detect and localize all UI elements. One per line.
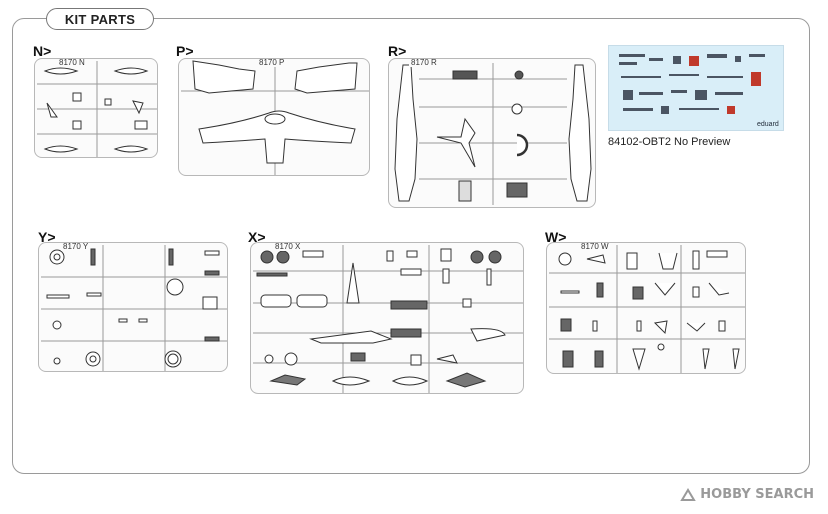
sprue-y-code: 8170 Y	[61, 242, 91, 251]
sprue-x-code: 8170 X	[273, 242, 303, 251]
decal-caption: 84102-OBT2 No Preview	[608, 136, 731, 148]
decal-sheet-preview: eduard	[608, 45, 784, 131]
sprue-p-parts	[181, 60, 369, 175]
sprue-n-parts	[37, 61, 157, 157]
sprue-w-label: W>	[545, 229, 567, 245]
sprue-r: 8170 R	[388, 58, 596, 208]
sprue-n: 8170 N	[34, 58, 158, 158]
sprue-y-parts	[41, 245, 227, 371]
sprue-y: 8170 Y	[38, 242, 228, 372]
sprue-w-code: 8170 W	[579, 242, 611, 251]
hobby-search-logo-icon	[680, 487, 697, 501]
sprue-r-parts	[394, 63, 592, 205]
sprue-w: 8170 W	[546, 242, 746, 374]
decal-markings: eduard	[619, 54, 779, 128]
kit-parts-frame	[12, 18, 810, 474]
section-title: KIT PARTS	[46, 8, 154, 30]
sprue-x: 8170 X	[250, 242, 524, 394]
sprue-p-code: 8170 P	[257, 58, 287, 67]
watermark-text: HOBBY SEARCH	[700, 487, 814, 502]
sprue-r-code: 8170 R	[409, 58, 439, 67]
sprue-n-code: 8170 N	[57, 58, 87, 67]
sprue-p-label: P>	[176, 43, 194, 59]
sprue-x-parts	[253, 245, 523, 393]
sprue-p: 8170 P	[178, 58, 370, 176]
sprue-y-label: Y>	[38, 229, 56, 245]
watermark: HOBBY SEARCH	[680, 487, 814, 502]
sprue-r-label: R>	[388, 43, 407, 59]
sprue-w-parts	[549, 245, 745, 373]
sprue-x-label: X>	[248, 229, 266, 245]
sprue-n-label: N>	[33, 43, 52, 59]
decal-brand: eduard	[757, 121, 779, 128]
